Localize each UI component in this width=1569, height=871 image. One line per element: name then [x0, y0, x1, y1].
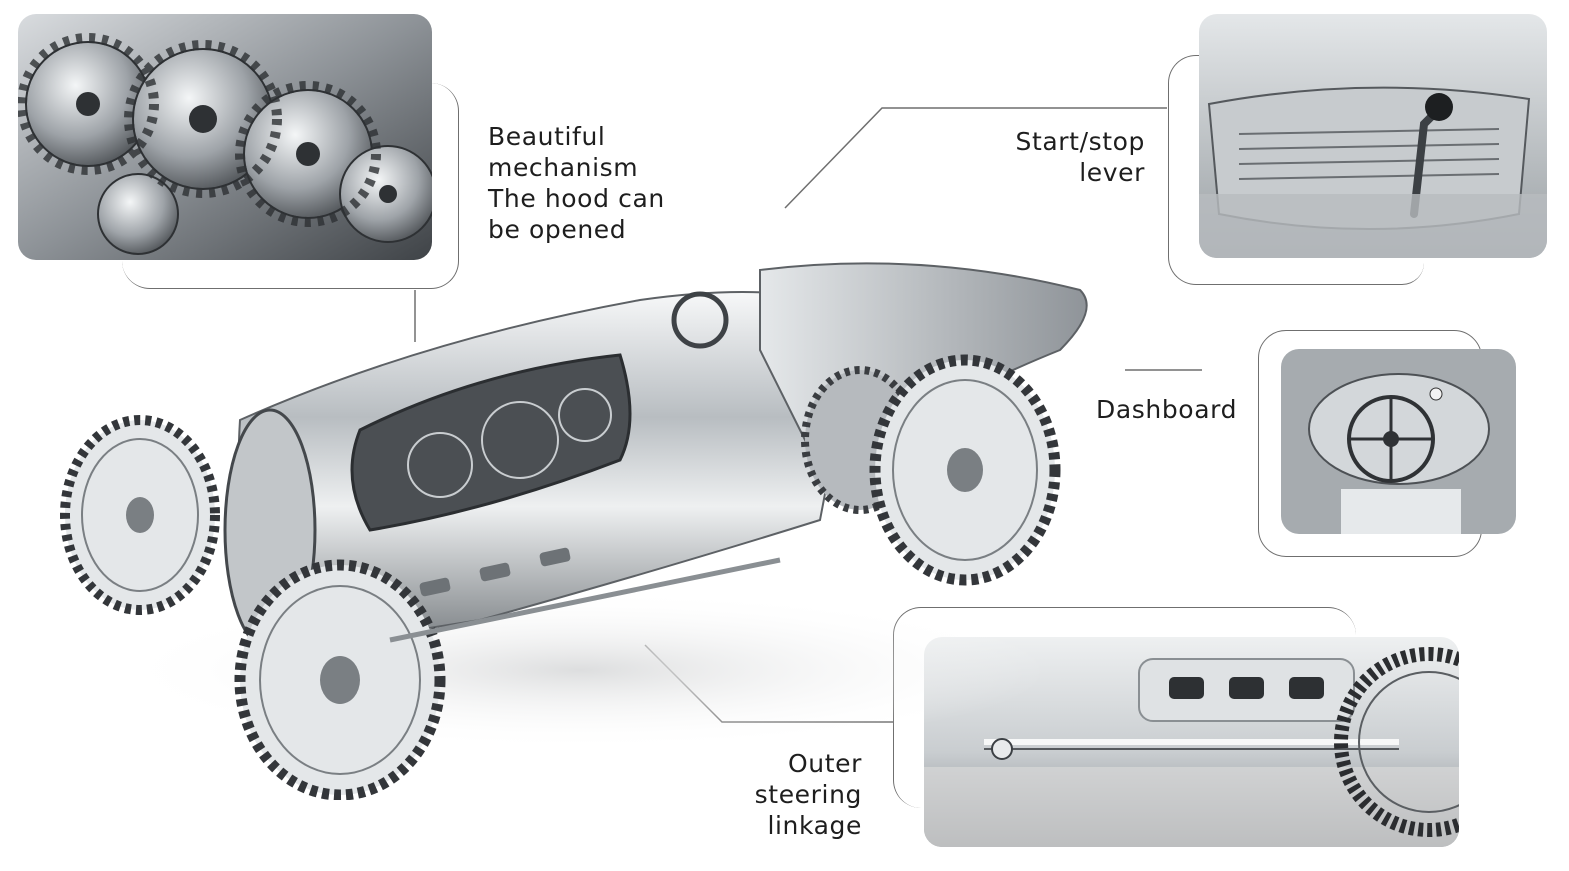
- callout-mechanism-line: mechanism: [488, 153, 639, 182]
- gears-image: [18, 14, 432, 260]
- mechanism-photo: [18, 14, 432, 260]
- callout-start-stop-line: Start/stop: [1015, 127, 1145, 156]
- callout-dashboard: Dashboard: [1096, 394, 1237, 425]
- dashboard-photo: [1281, 349, 1516, 534]
- callout-start-stop: Start/stop lever: [960, 126, 1145, 188]
- hood-window: [350, 353, 632, 532]
- front-left-wheel: [234, 559, 446, 800]
- callout-steering-line: steering: [754, 780, 862, 809]
- lever-image: [1199, 14, 1547, 258]
- retro-race-car-model: [60, 262, 1088, 800]
- callout-start-stop-line: lever: [1079, 158, 1145, 187]
- rear-left-wheel: [60, 415, 220, 615]
- callout-mechanism: Beautiful mechanism The hood can be open…: [488, 121, 665, 245]
- callout-mechanism-line: The hood can: [488, 184, 665, 213]
- steering-rod: [389, 557, 781, 643]
- callout-steering-line: linkage: [767, 811, 862, 840]
- frame-mechanism: [122, 83, 459, 289]
- callout-steering-line: Outer: [788, 749, 862, 778]
- front-right-wheel: [869, 354, 1061, 586]
- leader-start-stop: [784, 107, 1167, 209]
- callout-steering: Outer steering linkage: [700, 748, 862, 841]
- steering-wheel: [671, 291, 729, 349]
- callout-dashboard-line: Dashboard: [1096, 395, 1238, 424]
- dashboard-image: [1281, 349, 1516, 534]
- callout-mechanism-line: Beautiful: [488, 122, 606, 151]
- start-stop-lever-photo: [1199, 14, 1547, 258]
- callout-mechanism-line: be opened: [488, 215, 627, 244]
